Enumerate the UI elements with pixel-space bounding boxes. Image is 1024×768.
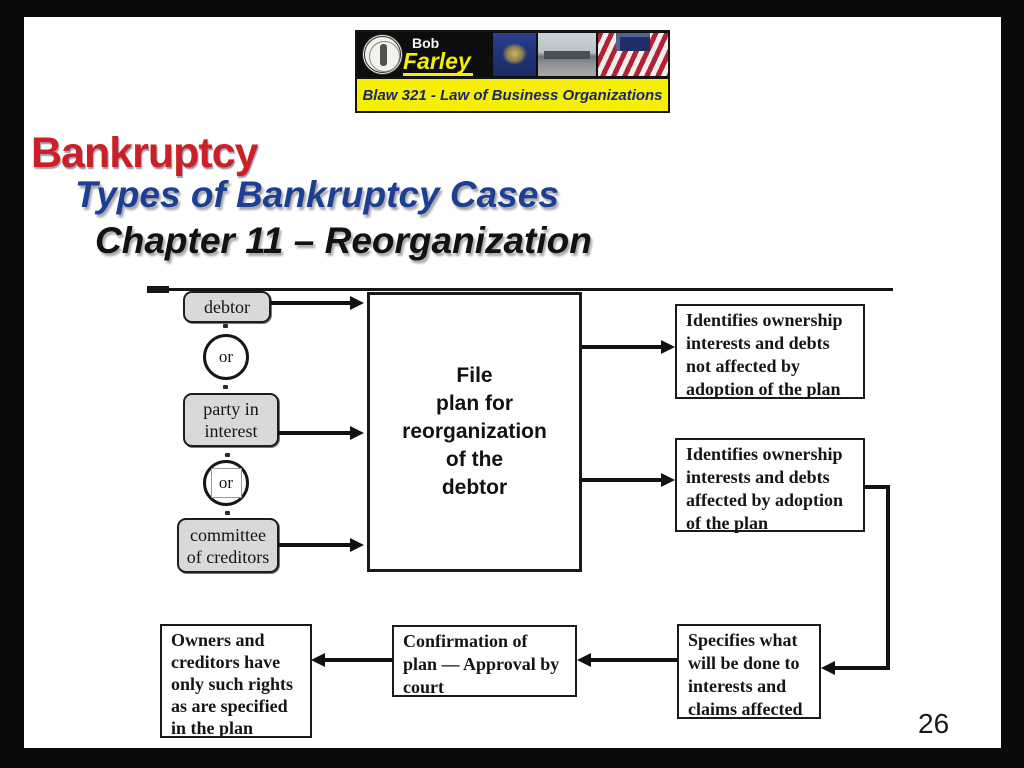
page-number: 26 [918,708,950,739]
owners-rights-box: Owners and creditors have only such righ… [160,624,312,738]
instructor-first-name: Bob [412,35,440,51]
specifies-box: Specifies what will be done to interests… [677,624,821,719]
outcome-affected-box: Identifies ownership interests and debts… [675,438,865,533]
arrow-debtor-to-center [271,296,364,310]
connector-dot [225,511,230,515]
arrow-party-to-center [278,426,364,440]
banner-top-strip: Bob Farley [357,32,668,77]
arrow-center-to-affected [582,473,675,487]
arrow-committee-to-center [278,538,364,552]
or-connector-2: or [203,460,249,506]
campus-photo-image [538,33,596,76]
us-flag-image [598,33,668,76]
slide-heading: Chapter 11 – Reorganization [95,220,592,261]
slide-subtitle: Types of Bankruptcy Cases [75,174,559,215]
instructor-last-name: Farley [403,48,473,76]
elbow-connector-vertical [886,485,890,670]
slide: Bob Farley Blaw 321 - Law of Business Or… [24,17,1001,748]
confirmation-box: Confirmation of plan — Approval by court [392,625,577,697]
university-seal-icon [362,34,403,75]
course-label: Blaw 321 - Law of Business Organizations [362,86,663,104]
or-connector-1: or [203,334,249,380]
arrow-elbow-to-specifies [821,661,890,675]
party-in-interest-box: party in interest [183,393,279,447]
course-banner: Bob Farley Blaw 321 - Law of Business Or… [355,30,670,113]
connector-dot [223,324,228,328]
figure-top-rule [148,288,893,291]
file-plan-box: File plan for reorganization of the debt… [367,292,582,572]
elbow-connector-top [863,485,890,489]
arrow-specifies-to-confirmation [577,653,677,667]
arrow-center-to-not-affected [582,340,675,354]
or-inner-square: or [210,468,242,498]
debtor-box: debtor [183,291,271,323]
banner-course-strip: Blaw 321 - Law of Business Organizations [357,77,668,111]
arrow-confirmation-to-owners [311,653,392,667]
figure-top-rule-cap [147,286,169,293]
outcome-not-affected-box: Identifies ownership interests and debts… [675,304,865,399]
committee-of-creditors-box: committee of creditors [177,518,279,573]
ny-state-flag-image [493,33,536,76]
slide-title: Bankruptcy [31,129,259,177]
connector-dot [223,385,228,389]
connector-dot [225,453,230,457]
